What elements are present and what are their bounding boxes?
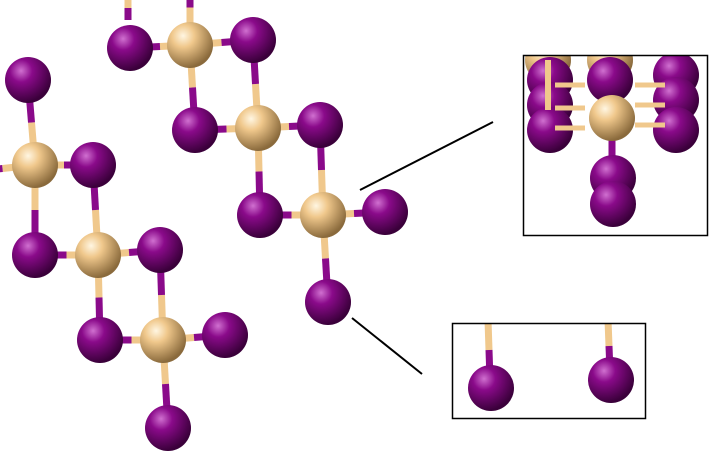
metal-atom	[589, 95, 635, 141]
halide-atom	[107, 25, 153, 71]
halide-atom	[362, 189, 408, 235]
inset-top-right-frame	[522, 54, 709, 237]
metal-atom	[12, 142, 58, 188]
halide-atom	[305, 279, 351, 325]
halide-atom	[237, 192, 283, 238]
halide-atom	[468, 365, 514, 411]
bond-halide-half	[0, 165, 3, 173]
halide-atom	[297, 102, 343, 148]
pointer-line-bottom	[351, 317, 423, 375]
halide-atom	[70, 142, 116, 188]
bond-metal-half	[604, 324, 613, 347]
halide-atom	[202, 312, 248, 358]
metal-atom	[140, 317, 186, 363]
halide-atom	[587, 57, 633, 103]
metal-atom	[75, 232, 121, 278]
metal-atom	[167, 22, 213, 68]
halide-atom	[12, 232, 58, 278]
halide-atom	[527, 107, 573, 153]
atoms-layer	[5, 17, 408, 451]
metal-atom	[235, 105, 281, 151]
halide-atom	[145, 405, 191, 451]
halide-atom	[137, 227, 183, 273]
halide-atom	[590, 181, 636, 227]
halide-atom	[77, 317, 123, 363]
halide-atom	[5, 57, 51, 103]
halide-atom	[230, 17, 276, 63]
inset-top-right	[525, 56, 699, 227]
pointer-line-top	[359, 121, 494, 191]
halide-atom	[653, 107, 699, 153]
bond-metal-half	[484, 324, 493, 351]
metal-atom	[300, 192, 346, 238]
halide-atom	[588, 357, 634, 403]
inset-bottom-right	[468, 324, 634, 411]
inset-bottom-right-frame	[451, 322, 647, 420]
halide-atom	[172, 107, 218, 153]
